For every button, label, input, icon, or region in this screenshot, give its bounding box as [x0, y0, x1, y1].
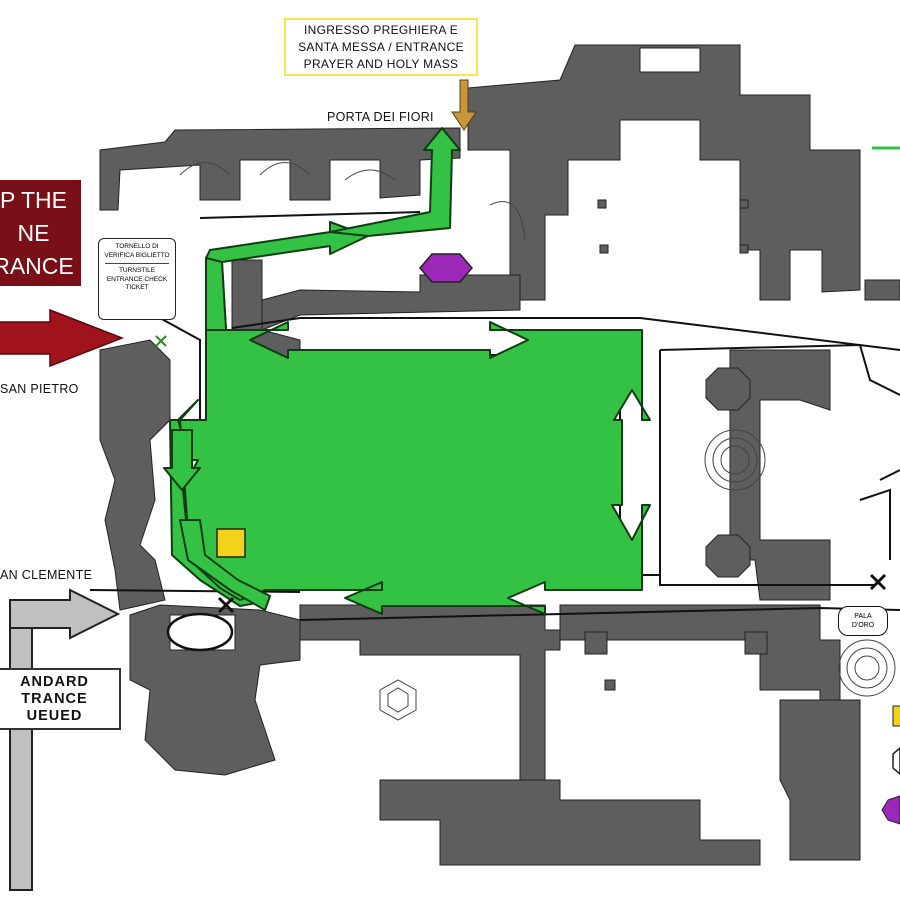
skip-line-3: RANCE	[0, 253, 74, 279]
standard-line-3: UEUED	[26, 708, 83, 724]
skip-line-sign: P THE NE RANCE	[0, 180, 81, 286]
prayer-entrance-box: INGRESSO PREGHIERA E SANTA MESSA / ENTRA…	[284, 18, 478, 76]
baptistery-oval	[166, 612, 234, 652]
x-mark-icon	[217, 573, 887, 614]
porta-dei-fiori-label: PORTA DEI FIORI	[327, 110, 434, 124]
turnstile-it-2: VERIFICA BIGLIETTO	[104, 251, 170, 259]
skip-line-1: P THE	[0, 187, 67, 213]
square-yellow-marker	[216, 528, 246, 558]
standard-entrance-sign: ANDARD TRANCE UEUED	[0, 668, 121, 730]
pala-line-1: PALA	[854, 613, 872, 620]
prayer-line-1: INGRESSO PREGHIERA E	[303, 22, 459, 37]
standard-line-2: TRANCE	[21, 691, 88, 707]
turnstile-en-3: TICKET	[125, 284, 149, 291]
legend-purple-hexagon	[881, 795, 900, 825]
turnstile-it-1: TORNELLO DI	[115, 243, 159, 250]
legend-white-hexagon	[892, 747, 900, 775]
octagon-features	[705, 367, 751, 578]
san-pietro-label: SAN PIETRO	[0, 382, 79, 396]
turnstile-box: TORNELLO DI VERIFICA BIGLIETTO TURNSTILE…	[98, 238, 176, 320]
prayer-line-2: SANTA MESSA / ENTRANCE	[298, 39, 464, 54]
prayer-line-3: PRAYER AND HOLY MASS	[303, 56, 459, 71]
green-route	[163, 127, 651, 615]
x-mark-green-icon	[155, 335, 167, 347]
pala-doro-label: PALA D'ORO	[838, 606, 888, 636]
prayer-entrance-arrow-icon	[451, 79, 477, 131]
apse-features	[179, 162, 896, 721]
turnstile-en-2: ENTRANCE CHECK	[106, 275, 168, 283]
hexagon-purple-marker	[419, 253, 473, 283]
skip-line-arrow-icon	[0, 308, 125, 368]
pala-line-2: D'ORO	[851, 622, 875, 629]
standard-line-1: ANDARD	[20, 674, 89, 690]
turnstile-en-1: TURNSTILE	[118, 267, 156, 274]
san-clemente-label: AN CLEMENTE	[0, 568, 93, 582]
legend-yellow-square	[892, 705, 900, 727]
skip-line-2: NE	[17, 220, 50, 246]
